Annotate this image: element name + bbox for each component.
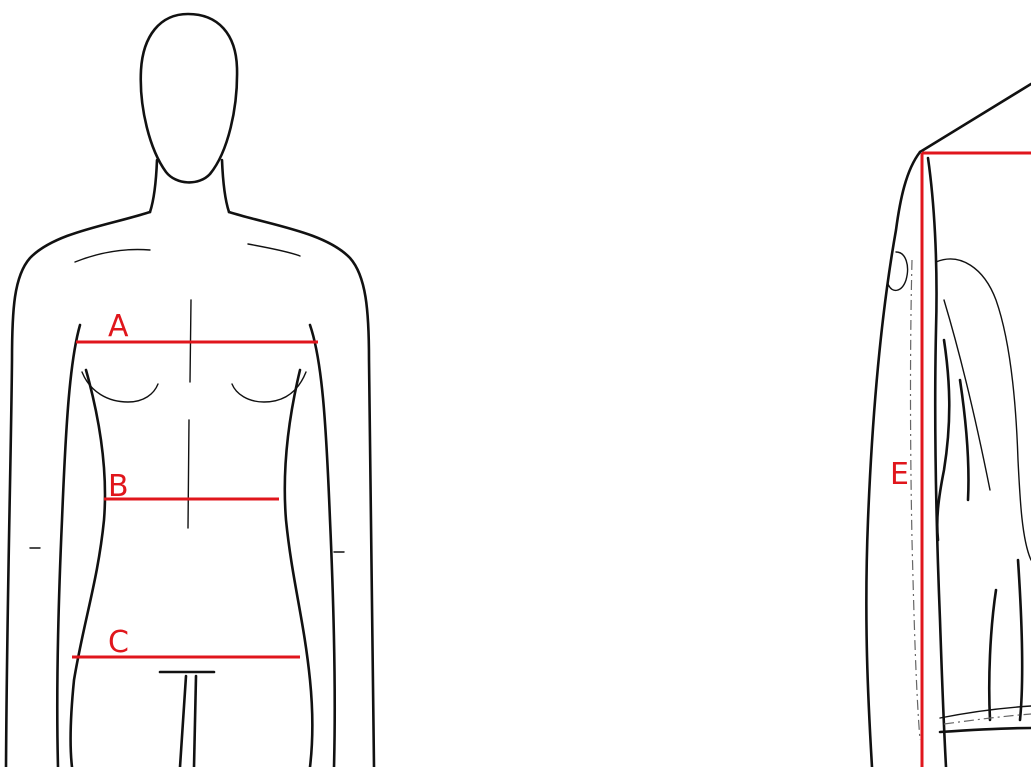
hem-line [940, 706, 1031, 718]
front-body-figure [6, 14, 374, 767]
leg-inner-left [180, 676, 186, 767]
fold-line-1 [937, 340, 949, 540]
label-e: E [890, 457, 909, 492]
hem-lower [940, 728, 1031, 732]
collarbone-right [248, 244, 300, 256]
torso-right [285, 370, 313, 767]
label-a: A [108, 309, 129, 344]
arm-inner-left [57, 325, 80, 767]
sleeve-outline [928, 158, 946, 767]
neck-left [150, 160, 157, 212]
neck-right [222, 160, 229, 212]
label-b: B [108, 469, 129, 504]
stitch-line [911, 260, 921, 740]
fold-line-3 [989, 590, 996, 720]
leg-inner-right [194, 676, 196, 767]
label-c: C [108, 625, 129, 660]
fold-line-4 [1018, 560, 1022, 720]
arm-inner-right [310, 325, 335, 767]
collarbone-left [75, 250, 150, 263]
side-garment-figure [866, 84, 1031, 767]
collar-edge [920, 84, 1031, 152]
head-outline [141, 14, 237, 182]
torso-left [71, 370, 105, 767]
sternum-line [188, 300, 191, 528]
fold-line-2 [960, 380, 969, 500]
shoulder-right [229, 212, 374, 767]
front-measurements: A B C [72, 309, 318, 660]
